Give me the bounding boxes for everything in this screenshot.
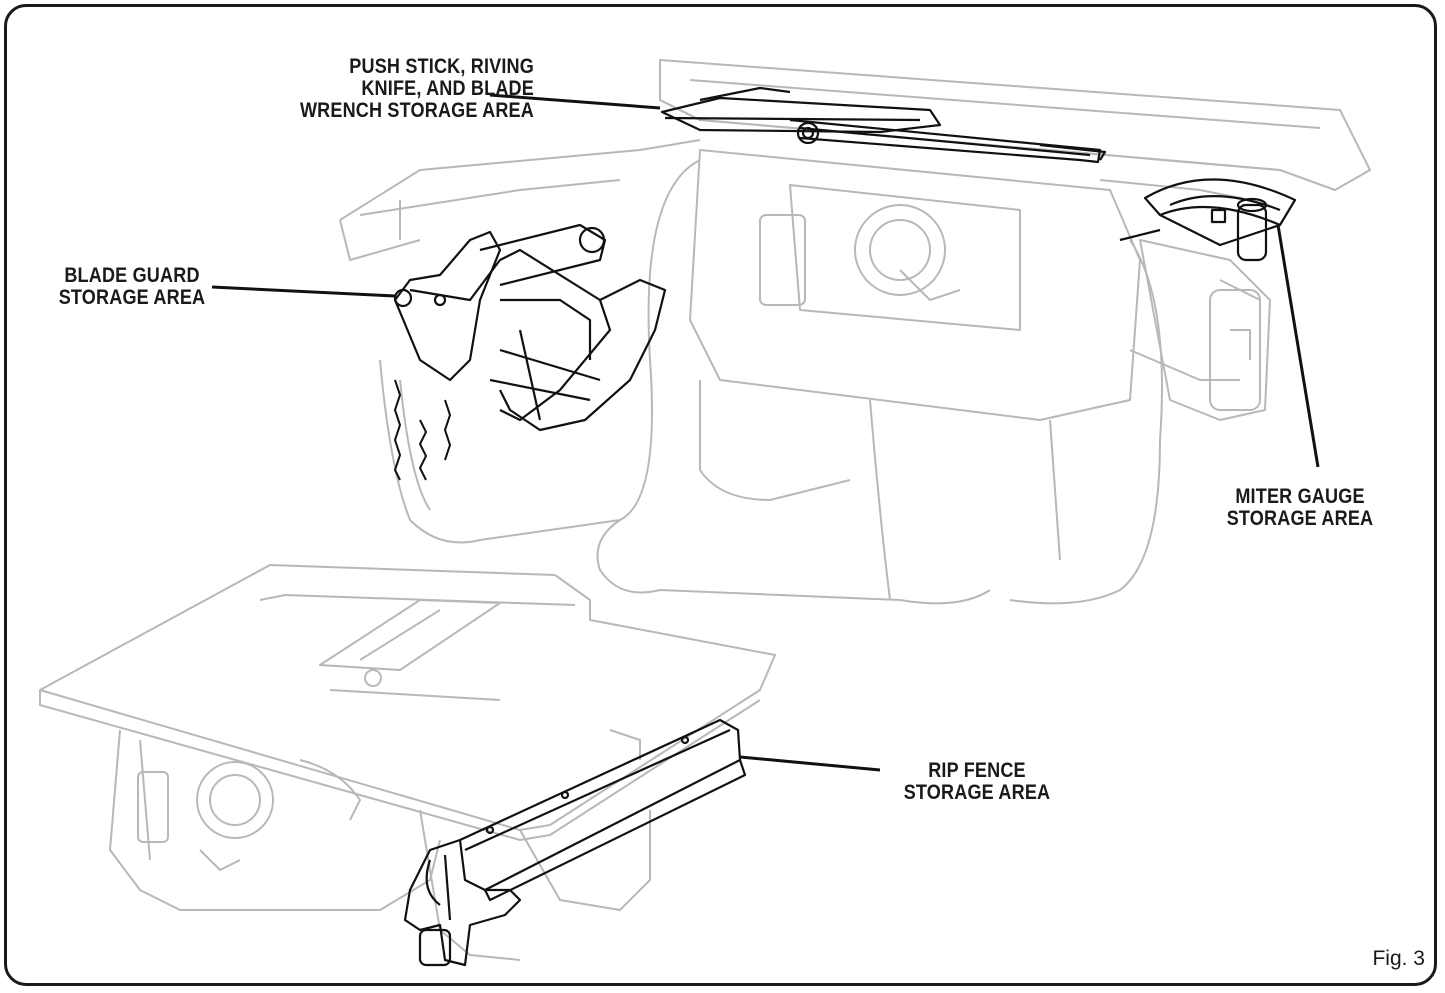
rip-fence-callout: RIP FENCE STORAGE AREA [878,760,1076,804]
push-stick-callout-line-1: PUSH STICK, RIVING [349,55,534,78]
leader-lines [211,93,1320,772]
miter-gauge-storage [1119,178,1297,262]
figure-frame [4,4,1437,986]
miter-gauge-callout-line-2: STORAGE AREA [1226,507,1374,530]
blade-guard-callout-line-1: BLADE GUARD [64,264,200,287]
upper-saw-ghost [339,59,1371,605]
blade-guard-callout: BLADE GUARD STORAGE AREA [29,265,235,309]
rip-fence-callout-line-2: STORAGE AREA [903,781,1051,804]
figure-label: Fig. 3 [1372,947,1425,970]
rip-fence-callout-line-1: RIP FENCE [928,759,1026,782]
push-stick-storage [660,86,1107,164]
miter-gauge-callout: MITER GAUGE STORAGE AREA [1197,486,1403,530]
blade-guard-callout-line-2: STORAGE AREA [58,286,206,309]
miter-gauge-callout-line-1: MITER GAUGE [1235,485,1365,508]
blade-guard-storage [393,223,667,481]
push-stick-callout-line-2: KNIFE, AND BLADE [361,77,534,100]
lower-saw-ghost [39,564,776,961]
rip-fence-storage [403,718,747,967]
push-stick-callout-line-3: WRENCH STORAGE AREA [299,99,534,122]
push-stick-callout: PUSH STICK, RIVING KNIFE, AND BLADE WREN… [259,56,534,122]
